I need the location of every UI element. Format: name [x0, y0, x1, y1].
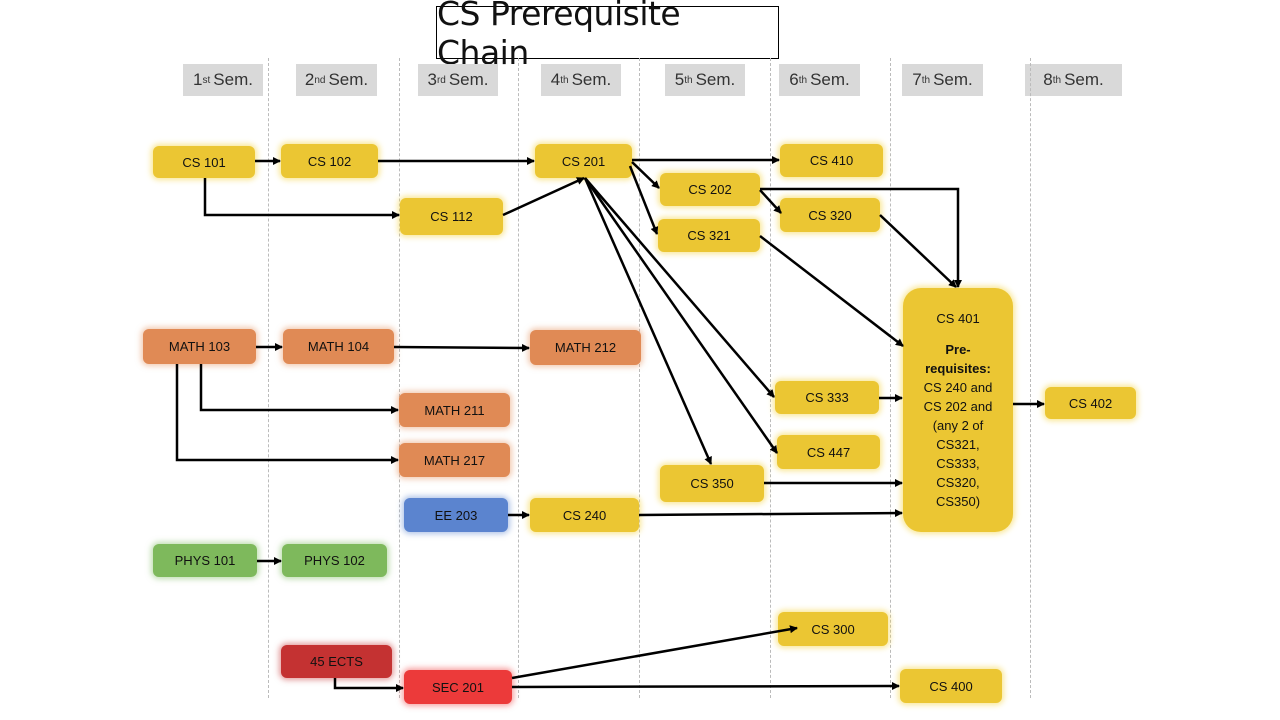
- course-node-cs333: CS 333: [775, 381, 879, 414]
- semester-divider: [639, 58, 640, 698]
- semester-number: 6: [789, 70, 799, 89]
- semester-divider: [1030, 58, 1031, 698]
- cs401-prereq-line: CS 240 and: [923, 380, 993, 395]
- semester-divider: [890, 58, 891, 698]
- semester-label: Sem.: [695, 70, 736, 89]
- arrow-cs112-to-cs201: [502, 176, 585, 217]
- course-node-math103: MATH 103: [143, 329, 256, 364]
- arrow-math103-to-math211: [199, 364, 399, 414]
- course-node-math104: MATH 104: [283, 329, 394, 364]
- cs401-title: CS 401: [936, 311, 980, 326]
- semester-divider: [268, 58, 269, 698]
- cs401-prereq-line: CS350): [935, 494, 981, 509]
- semester-label: Sem.: [933, 70, 973, 89]
- semester-divider: [518, 58, 519, 698]
- course-node-ects45: 45 ECTS: [281, 645, 392, 678]
- cs401-prereq-line: CS 202 and: [923, 399, 993, 414]
- course-node-phys101: PHYS 101: [153, 544, 257, 577]
- course-node-cs300: CS 300: [778, 612, 888, 646]
- arrow-ects45-to-sec201: [333, 678, 404, 692]
- semester-label: Sem.: [1064, 70, 1104, 89]
- cs401-prereq-line: CS321,: [936, 437, 980, 452]
- course-node-cs202: CS 202: [660, 173, 760, 206]
- arrow-cs201-to-cs202: [631, 161, 660, 189]
- semester-suffix: rd: [436, 74, 446, 86]
- semester-suffix: th: [798, 74, 808, 86]
- course-node-cs320: CS 320: [780, 198, 880, 232]
- course-node-cs447: CS 447: [777, 435, 880, 469]
- course-node-phys102: PHYS 102: [282, 544, 387, 577]
- semester-number: 7: [912, 70, 922, 89]
- semester-suffix: th: [560, 74, 569, 86]
- course-node-cs321: CS 321: [658, 219, 760, 252]
- arrow-math104-to-math212: [393, 343, 530, 352]
- course-node-math212: MATH 212: [530, 330, 641, 365]
- arrow-sec201-to-cs400: [511, 682, 900, 691]
- arrow-cs321-to-cs401: [759, 235, 904, 347]
- course-node-cs201: CS 201: [535, 144, 632, 178]
- cs401-prereq-line: CS320,: [936, 475, 980, 490]
- cs401-prereq-heading: Pre-requisites:: [925, 342, 991, 376]
- semester-number: 5: [674, 70, 685, 89]
- course-node-cs101: CS 101: [153, 146, 255, 178]
- course-node-cs102: CS 102: [281, 144, 378, 178]
- course-node-sec201: SEC 201: [404, 670, 512, 704]
- semester-suffix: nd: [314, 74, 326, 86]
- course-node-cs240: CS 240: [530, 498, 639, 532]
- semester-number: 4: [550, 70, 561, 89]
- semester-number: 1: [193, 70, 203, 89]
- semester-label: Sem.: [448, 70, 489, 89]
- semester-divider: [770, 58, 771, 698]
- semester-label: Sem.: [328, 70, 369, 89]
- course-node-math217: MATH 217: [399, 443, 510, 477]
- semester-number: 8: [1043, 70, 1053, 89]
- cs401-prereq-line: (any 2 of: [932, 418, 984, 433]
- arrow-cs320-to-cs401: [879, 214, 957, 288]
- arrow-sec201-to-cs300: [511, 625, 798, 680]
- semester-label: Sem.: [213, 70, 253, 89]
- semester-divider: [399, 58, 400, 698]
- course-node-cs410: CS 410: [780, 144, 883, 177]
- diagram-title: CS Prerequisite Chain: [436, 0, 779, 72]
- semester-label: Sem.: [810, 70, 850, 89]
- cs401-prereq-line: CS333,: [936, 456, 980, 471]
- arrow-math103-to-math217: [175, 364, 399, 464]
- semester-suffix: th: [684, 74, 693, 86]
- course-node-cs112: CS 112: [400, 198, 503, 235]
- semester-suffix: st: [202, 74, 211, 86]
- course-node-cs402: CS 402: [1045, 387, 1136, 419]
- course-node-cs400: CS 400: [900, 669, 1002, 703]
- course-node-cs350: CS 350: [660, 465, 764, 502]
- course-node-cs401: CS 401 Pre-requisites: CS 240 and CS 202 …: [903, 288, 1013, 532]
- arrow-cs101-to-cs112: [203, 178, 400, 219]
- course-node-math211: MATH 211: [399, 393, 510, 427]
- semester-suffix: th: [921, 74, 931, 86]
- semester-number: 2: [304, 70, 315, 89]
- arrow-cs201-to-cs321: [628, 165, 659, 235]
- course-node-ee203: EE 203: [404, 498, 508, 532]
- semester-number: 3: [427, 70, 437, 89]
- semester-label: Sem.: [571, 70, 612, 89]
- semester-suffix: th: [1052, 74, 1062, 86]
